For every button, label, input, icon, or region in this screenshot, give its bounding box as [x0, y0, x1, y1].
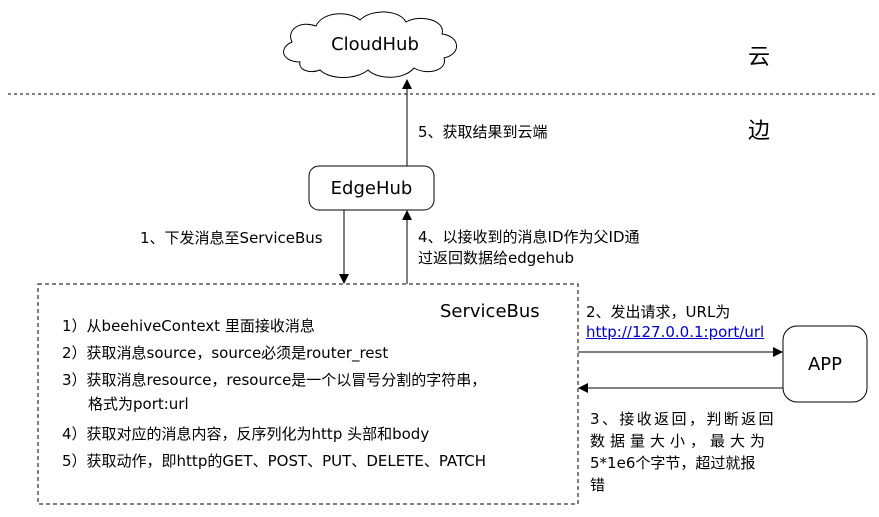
servicebus-step-3-cont: 格式为port:url: [88, 395, 189, 413]
step3-caption: 3、接收返回，判断返回 数据量大小，最大为 5*1e6个字节，超过就报 错: [590, 408, 810, 496]
step2-url-link[interactable]: http://127.0.0.1:port/url: [586, 323, 765, 341]
step3-caption-line1: 3、接收返回，判断返回: [590, 410, 776, 428]
step3-caption-line4: 错: [590, 476, 606, 494]
servicebus-label: ServiceBus: [440, 301, 540, 322]
app-label: APP: [807, 353, 843, 375]
servicebus-step-5: 5）获取动作，即http的GET、POST、PUT、DELETE、PATCH: [62, 452, 487, 470]
cloud-zone-label: 云: [748, 45, 771, 70]
step1-caption: 1、下发消息至ServiceBus: [140, 229, 323, 247]
servicebus-step-2: 2）获取消息source，source必须是router_rest: [62, 344, 389, 362]
servicebus-step-1: 1）从beehiveContext 里面接收消息: [62, 317, 315, 335]
edgehub-label: EdgeHub: [330, 177, 413, 199]
step3-caption-line3: 5*1e6个字节，超过就报: [590, 454, 756, 472]
app-box: [782, 325, 868, 403]
edgehub-box: [308, 165, 435, 211]
step4-caption-line1: 4、以接收到的消息ID作为父ID通: [418, 228, 640, 246]
servicebus-box: [37, 283, 579, 505]
step4-caption-line2: 过返回数据给edgehub: [418, 249, 575, 267]
cloudhub-label: CloudHub: [331, 33, 419, 55]
cloudhub-cloud-shape: [283, 11, 457, 78]
servicebus-step-3: 3）获取消息resource，resource是一个以冒号分割的字符串，: [62, 371, 487, 389]
servicebus-step-4: 4）获取对应的消息内容，反序列化为http 头部和body: [62, 425, 430, 443]
step5-caption: 5、获取结果到云端: [418, 123, 548, 141]
step2-caption: 2、发出请求，URL为: [586, 303, 731, 321]
edge-zone-label: 边: [748, 119, 771, 144]
step3-caption-line2: 数据量大小，最大为: [590, 432, 771, 450]
